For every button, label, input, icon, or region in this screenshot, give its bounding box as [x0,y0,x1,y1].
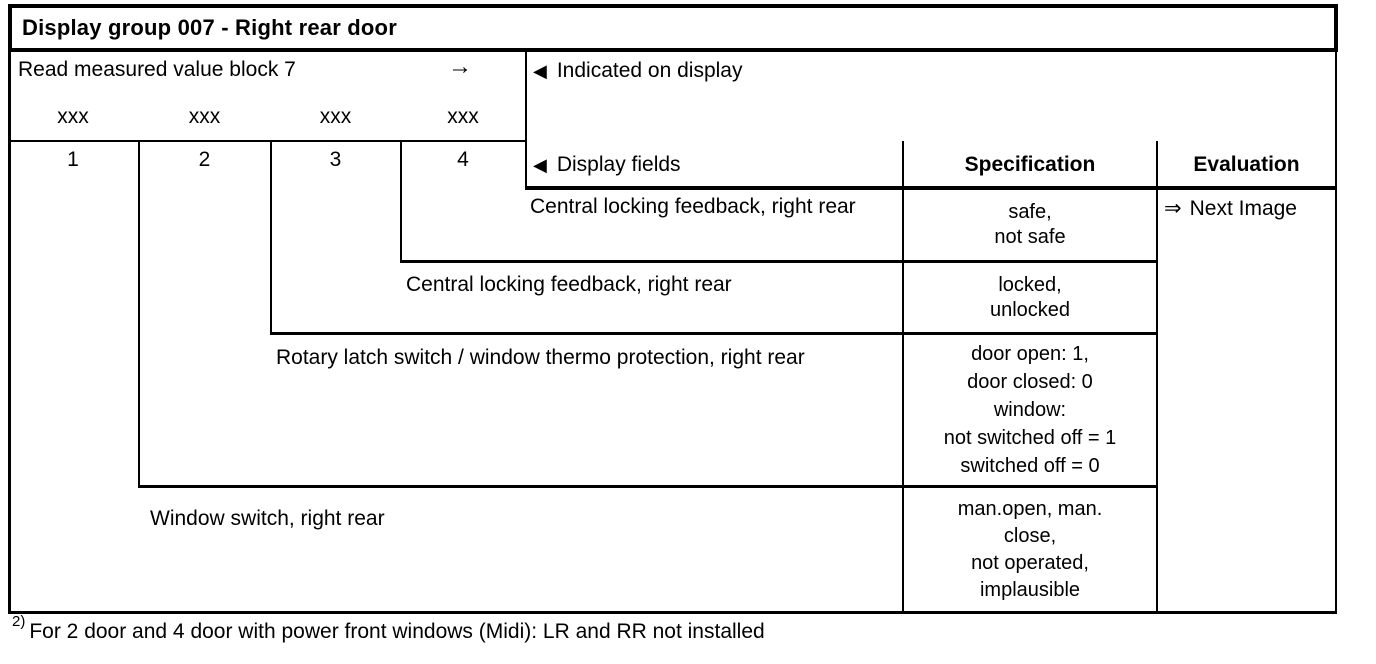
row3-bottom-line [138,485,1158,488]
row-description-field1: Window switch, right rear [150,507,385,530]
divider-evaluation-left [1156,141,1158,613]
row2-bottom-line [270,332,1158,335]
outer-left-border [8,52,11,614]
indicated-on-display: ◀ Indicated on display [533,58,742,83]
read-measured-value-label: Read measured value block 7 [18,58,296,81]
row-specification-field2: door open: 1, door closed: 0 window: not… [943,343,1117,477]
placeholder-field-4: xxx [447,105,479,129]
divider-col2-col3 [270,141,272,335]
field-number-1: 1 [67,148,79,172]
row-description-field2: Rotary latch switch / window thermo prot… [276,346,805,369]
divider-col1-col2 [138,141,140,488]
field-number-2: 2 [198,148,211,172]
left-pointer-icon: ◀ [533,60,547,81]
divider-fields-display [525,52,527,190]
right-arrow-icon: → [448,53,472,80]
next-image-label: Next Image [1189,196,1297,220]
row-specification-field4: safe, not safe [994,201,1066,248]
footnote: 2) For 2 door and 4 door with power fron… [12,613,765,644]
placeholder-field-2: xxx [188,105,221,129]
header-bottom-line [525,186,1337,190]
row-description-field4: Central locking feedback, right rear [530,195,856,218]
page-title: Display group 007 - Right rear door [22,15,397,40]
indicated-on-display-label: Indicated on display [556,59,743,82]
display-fields-label: Display fields [556,153,681,176]
row-specification-field1: man.open, man. close, not operated, impl… [957,497,1103,601]
field-number-4: 4 [457,148,469,172]
outer-right-border [1335,52,1337,614]
evaluation-header: Evaluation [1193,153,1300,176]
placeholder-field-1: xxx [57,105,89,129]
read-block-bottom-line [8,140,527,142]
divider-specification-left [902,141,904,613]
row-description-field3: Central locking feedback, right rear [406,273,732,296]
specification-header: Specification [964,153,1096,176]
row1-bottom-line [400,260,1158,263]
row-specification-field3: locked, unlocked [989,273,1071,321]
left-pointer-icon: ◀ [533,154,547,175]
field-number-3: 3 [329,148,342,172]
outer-bottom-border [8,611,1337,614]
display-fields-header: ◀ Display fields [533,152,681,177]
footnote-text: For 2 door and 4 door with power front w… [29,620,765,643]
placeholder-field-3: xxx [319,105,352,129]
double-right-arrow-icon: ⇒ [1164,197,1182,220]
display-group-title-bar: Display group 007 - Right rear door [8,4,1338,52]
row-evaluation-field4: ⇒ Next Image [1164,196,1297,221]
footnote-marker: 2) [12,613,26,630]
divider-col3-col4 [400,141,402,263]
